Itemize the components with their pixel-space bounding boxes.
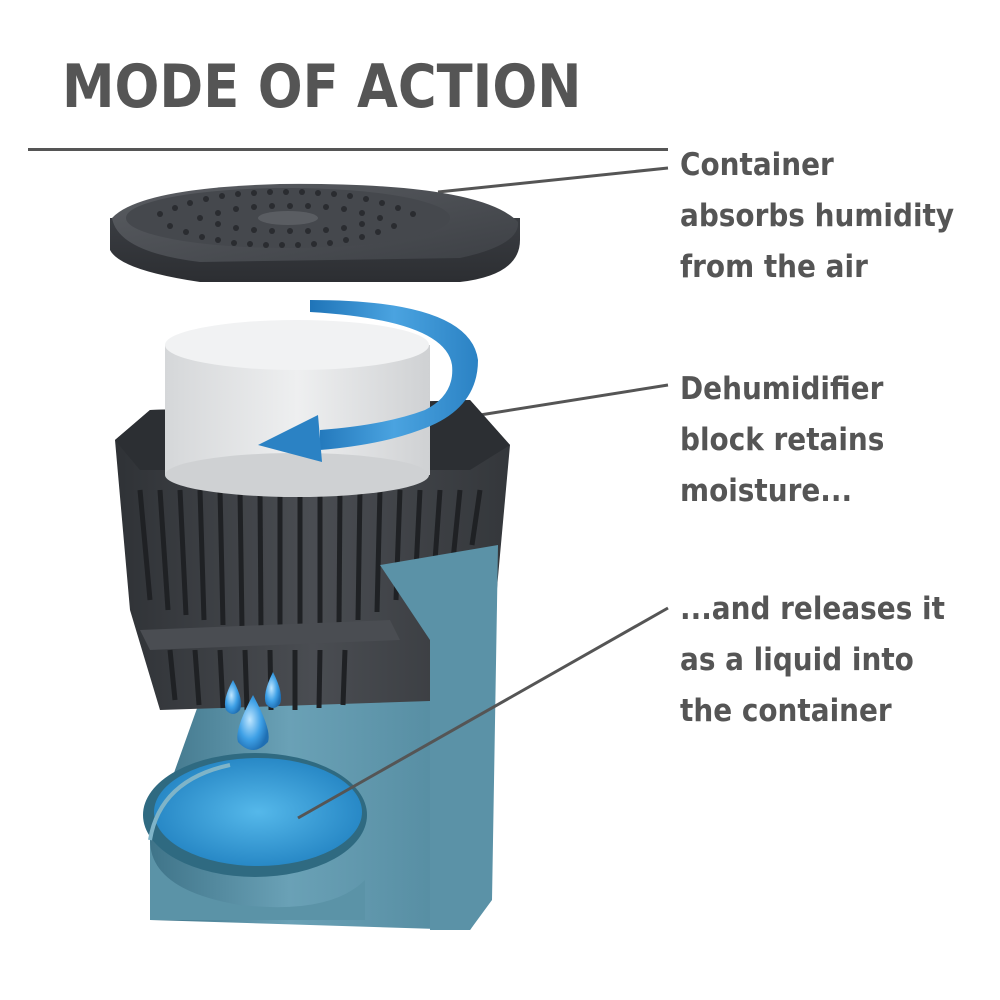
callout-line-3: [297, 606, 669, 820]
callout-line-text: ...and releases it: [680, 591, 945, 627]
callout-container-absorbs: Container absorbs humidity from the air: [680, 140, 954, 293]
callout-line-text: Container: [680, 147, 834, 183]
water-pool: [154, 758, 362, 866]
water-drop-icon: [237, 695, 269, 750]
water-drop-icon: [264, 672, 282, 708]
dehumidifier-block: [165, 320, 430, 497]
callout-line-1: [437, 166, 669, 194]
callout-line-text: absorbs humidity: [680, 198, 955, 234]
callout-line-text: the container: [680, 693, 892, 729]
callout-line-2: [479, 383, 669, 417]
callout-line-text: Dehumidifier: [680, 371, 884, 407]
callout-releases-liquid: ...and releases it as a liquid into the …: [680, 584, 945, 737]
lid: [110, 183, 520, 282]
callout-line-text: moisture...: [680, 473, 853, 509]
callout-line-text: block retains: [680, 422, 885, 458]
water-drops: [224, 672, 282, 750]
callout-line-text: from the air: [680, 249, 868, 285]
airflow-arrow: [258, 300, 478, 462]
callout-line-text: as a liquid into: [680, 642, 914, 678]
lid-vent-holes: [157, 189, 416, 248]
title-underline: [28, 148, 668, 151]
page-title: MODE OF ACTION: [62, 52, 582, 122]
water-drop-icon: [224, 680, 242, 714]
callout-block-retains: Dehumidifier block retains moisture...: [680, 364, 884, 517]
